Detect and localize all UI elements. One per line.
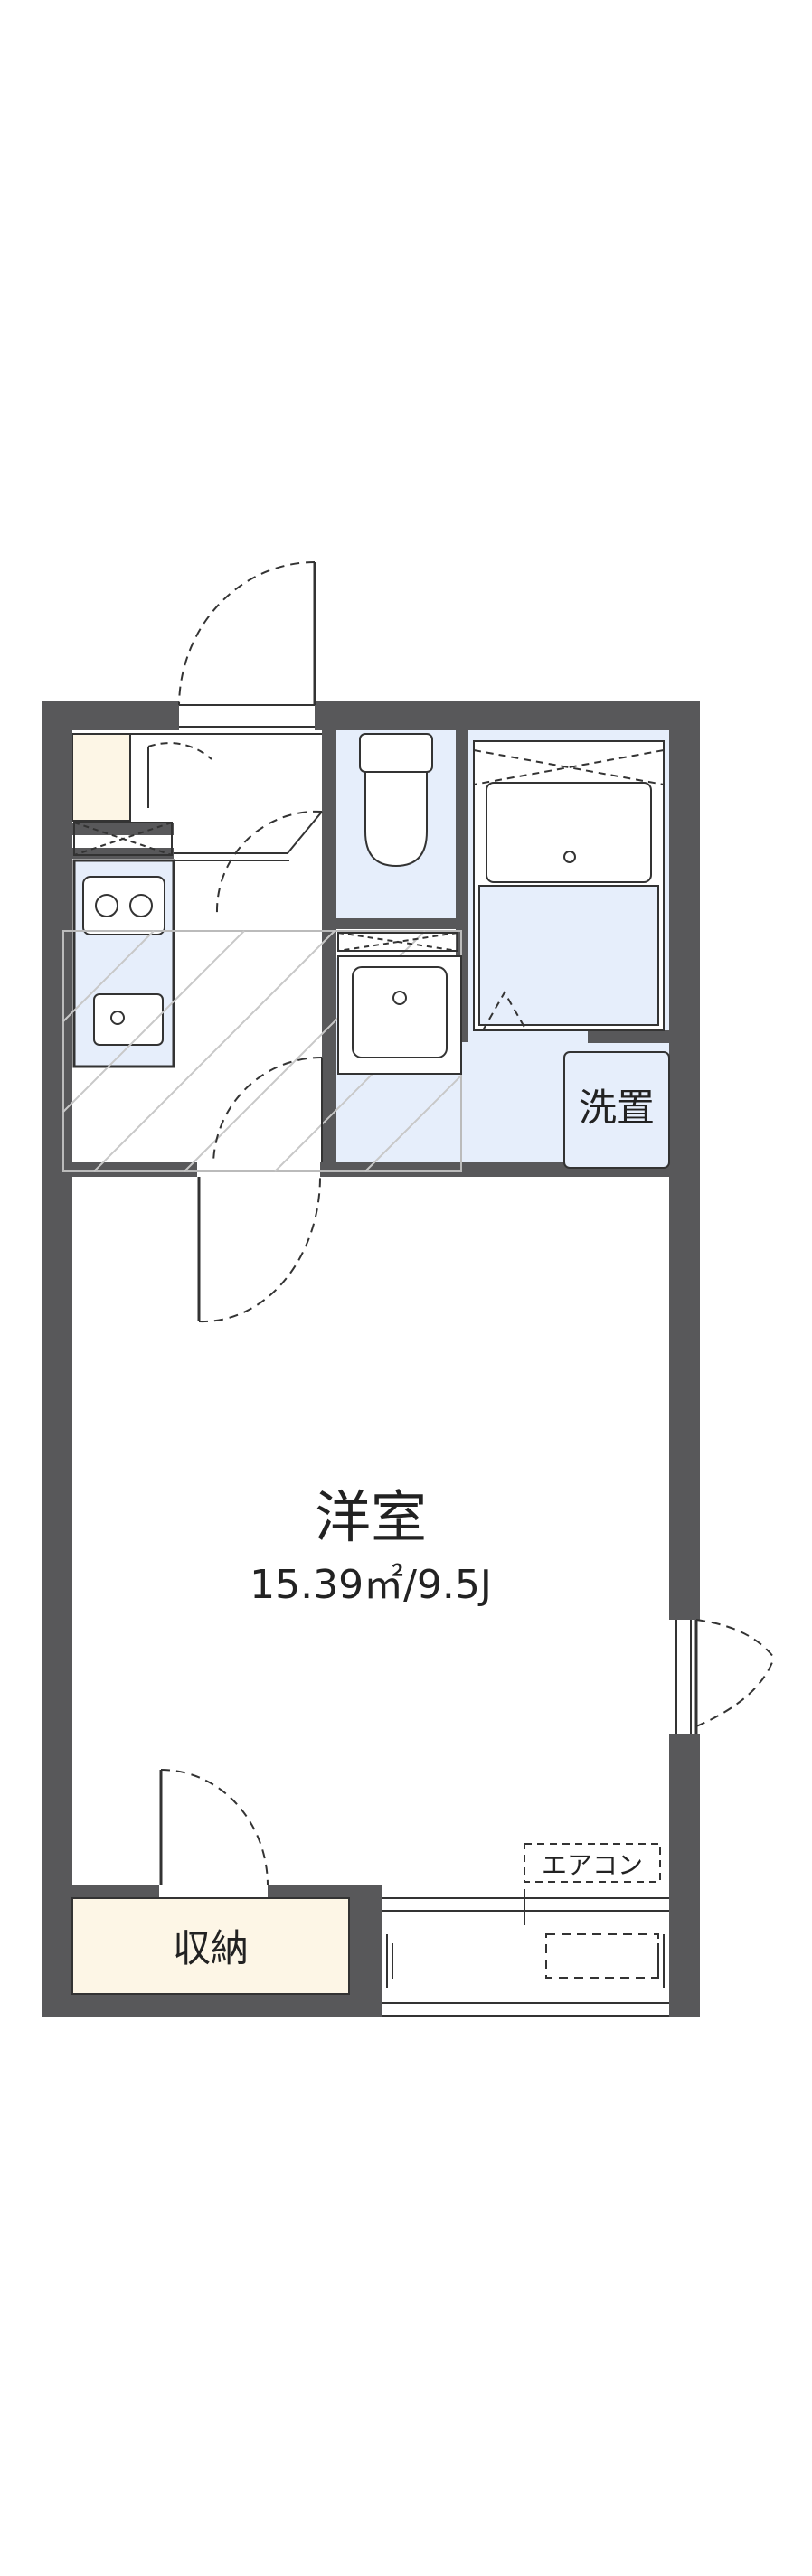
- bathtub-icon: [473, 740, 665, 1031]
- closet-door-opening: [159, 1885, 268, 1899]
- air-conditioner: [524, 1843, 661, 1883]
- kitchen-counter: [72, 859, 175, 1068]
- balcony-unit: [545, 1933, 659, 1979]
- western-room-name: 洋室: [315, 1484, 427, 1550]
- shelf-icon: [73, 822, 173, 856]
- washing-machine-space: [563, 1051, 670, 1169]
- entry-door-swing: [215, 810, 323, 914]
- kitchen-door[interactable]: [212, 1057, 323, 1163]
- ac-outlet: [519, 1889, 530, 1925]
- closet-label: 収納: [173, 1926, 249, 1970]
- air-conditioner-label: エアコン: [542, 1850, 643, 1880]
- western-room-floor: [72, 1175, 669, 1907]
- right-window[interactable]: [675, 1619, 775, 1734]
- laundry-label: 洗置: [579, 1086, 655, 1130]
- genkan-step: [129, 733, 323, 861]
- exterior-walls: [42, 701, 700, 2017]
- washroom-shelf: [337, 932, 458, 952]
- bathroom-door-dashes: [473, 749, 665, 1031]
- entrance-opening: [179, 705, 315, 727]
- western-room-area: 15.39㎡/9.5J: [250, 1562, 492, 1608]
- wash-basin-icon: [337, 955, 462, 1075]
- entrance-door[interactable]: [178, 561, 316, 728]
- closet-outline: [71, 1897, 350, 1995]
- shoe-cabinet: [71, 733, 131, 822]
- toilet-icon: [359, 733, 433, 868]
- closet-door[interactable]: [159, 1769, 269, 1885]
- room-door[interactable]: [197, 1176, 321, 1323]
- room-door-opening: [197, 1162, 320, 1177]
- closet-floor: [72, 1898, 349, 1994]
